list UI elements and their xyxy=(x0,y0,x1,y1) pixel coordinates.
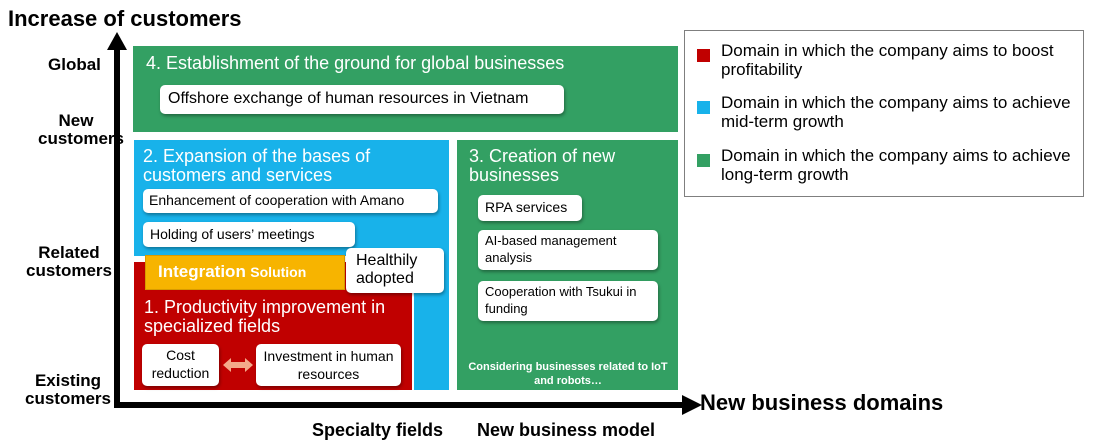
y-label-global: Global xyxy=(48,55,101,74)
x-label-specialty-fields: Specialty fields xyxy=(312,420,444,440)
y-axis-title: Increase of customers xyxy=(8,6,242,31)
item-cost-reduction: Cost reduction xyxy=(142,344,219,386)
item-amano-cooperation: Enhancement of cooperation with Amano xyxy=(143,189,438,213)
box3-note: Considering businesses related to IoT an… xyxy=(468,361,668,387)
legend-label: Domain in which the company aims to boos… xyxy=(721,41,1054,79)
integration-sub-label: Solution xyxy=(250,264,307,280)
item-users-meetings: Holding of users’ meetings xyxy=(143,222,355,247)
legend-swatch-red xyxy=(697,49,710,62)
box3-title: 3. Creation of new businesses xyxy=(469,146,616,185)
integration-solution-banner: Integration Solution xyxy=(145,255,345,290)
y-axis-arrow-icon xyxy=(107,32,127,50)
y-label-existing-customers: Existing customers xyxy=(25,371,111,408)
item-ai-management-analysis: AI-based management analysis xyxy=(478,230,658,270)
item-investment-human-resources: Investment in human resources xyxy=(256,344,401,386)
y-label-related-customers: Related customers xyxy=(26,243,112,280)
legend-swatch-green xyxy=(697,154,710,167)
item-healthily-adopted: Healthily adopted xyxy=(346,248,444,293)
x-axis-title: New business domains xyxy=(700,390,944,415)
double-arrow-icon xyxy=(223,358,253,372)
legend-label: Domain in which the company aims to achi… xyxy=(721,93,1071,131)
x-label-new-business-model: New business model xyxy=(477,420,656,440)
item-offshore-exchange: Offshore exchange of human resources in … xyxy=(160,85,564,114)
box1-title: 1. Productivity improvement in specializ… xyxy=(144,297,386,336)
box2-title: 2. Expansion of the bases of customers a… xyxy=(143,146,371,185)
item-rpa-services: RPA services xyxy=(478,195,582,221)
y-axis-line xyxy=(114,46,120,408)
legend-swatch-blue xyxy=(697,101,710,114)
legend-label: Domain in which the company aims to achi… xyxy=(721,146,1071,184)
x-axis-line xyxy=(114,402,686,408)
legend: Domain in which the company aims to boos… xyxy=(684,30,1084,197)
y-label-new-customers: New customers xyxy=(38,111,124,148)
box4-title: 4. Establishment of the ground for globa… xyxy=(146,53,565,73)
x-axis-arrow-icon xyxy=(682,395,702,415)
integration-main-label: Integration xyxy=(158,262,246,281)
item-tsukui-cooperation: Cooperation with Tsukui in funding xyxy=(478,281,658,321)
